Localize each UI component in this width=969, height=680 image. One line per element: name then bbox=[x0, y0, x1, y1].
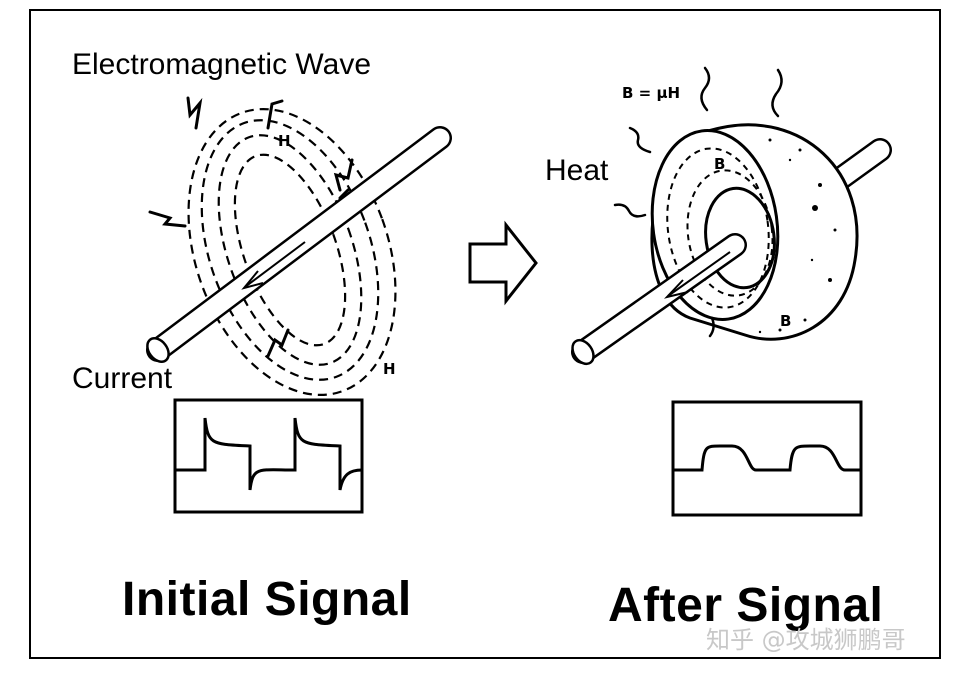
right-wire-end bbox=[571, 338, 595, 366]
after-signal-waveform bbox=[671, 400, 863, 517]
heat-squiggles bbox=[613, 66, 783, 338]
right-ferrite-illustration bbox=[571, 66, 892, 366]
h-label-top: H bbox=[278, 132, 291, 150]
current-arrow-left bbox=[241, 241, 306, 290]
electromagnetic-wave-label: Electromagnetic Wave bbox=[72, 48, 372, 81]
em-radiation-squiggles bbox=[148, 96, 354, 358]
current-arrow-right bbox=[663, 251, 731, 299]
watermark: 知乎 @攻城狮鹏哥 bbox=[706, 626, 906, 654]
h-label-bottom: H bbox=[383, 360, 396, 378]
initial-signal-caption: Initial Signal bbox=[122, 573, 412, 626]
left-wire-illustration bbox=[146, 96, 452, 396]
ferrite-ring bbox=[650, 123, 859, 341]
right-arrow-outline-icon bbox=[468, 220, 538, 306]
heat-label: Heat bbox=[545, 154, 609, 187]
formula-label: B = μH bbox=[622, 84, 681, 102]
b-label-outer: B bbox=[780, 312, 792, 330]
b-label-inner: B bbox=[714, 155, 726, 173]
figure-border bbox=[29, 9, 941, 659]
initial-signal-waveform bbox=[173, 398, 364, 514]
after-signal-caption: After Signal bbox=[608, 579, 884, 632]
left-wire bbox=[146, 126, 452, 363]
current-label: Current bbox=[72, 362, 173, 395]
